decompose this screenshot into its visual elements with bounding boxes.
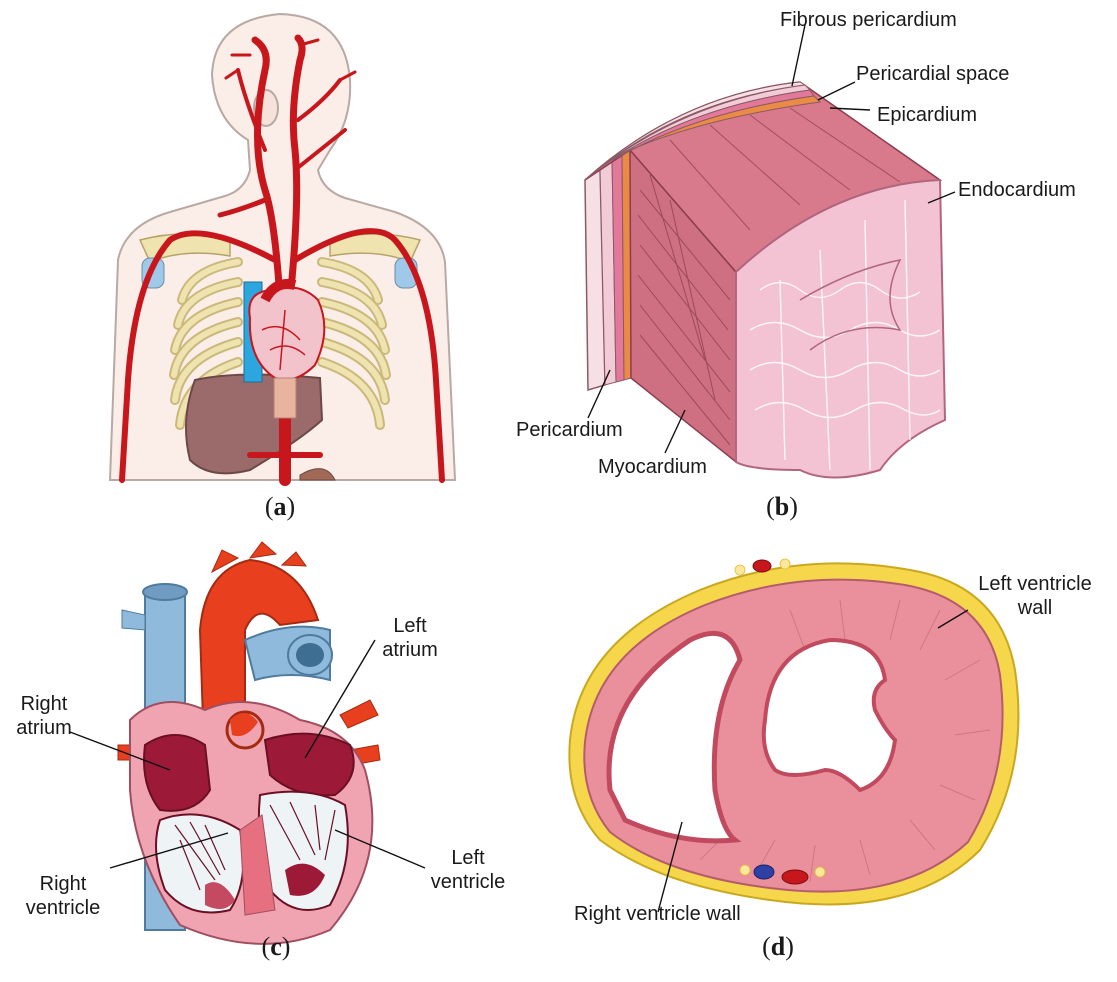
label-pericardial-space: Pericardial space — [856, 62, 1009, 86]
panel-b: Fibrous pericardium Pericardial space Ep… — [500, 0, 1117, 530]
label-endocardium: Endocardium — [958, 178, 1076, 202]
caption-a: (a) — [240, 492, 320, 522]
label-right-ventricle-wall: Right ventricle wall — [574, 902, 741, 926]
right-atrium — [144, 735, 210, 811]
label-fibrous-pericardium: Fibrous pericardium — [780, 8, 957, 32]
panel-a: (a) — [0, 0, 560, 530]
left-ventricle-cavity — [764, 640, 895, 790]
label-myocardium: Myocardium — [598, 455, 707, 479]
heart-wall-layers-illustration — [500, 0, 1117, 530]
label-epicardium: Epicardium — [877, 103, 977, 127]
caption-d: (d) — [738, 932, 818, 962]
circulatory-system-illustration — [0, 0, 560, 530]
caption-b: (b) — [742, 492, 822, 522]
caption-c: (c) — [236, 932, 316, 962]
label-pericardium: Pericardium — [516, 418, 623, 442]
